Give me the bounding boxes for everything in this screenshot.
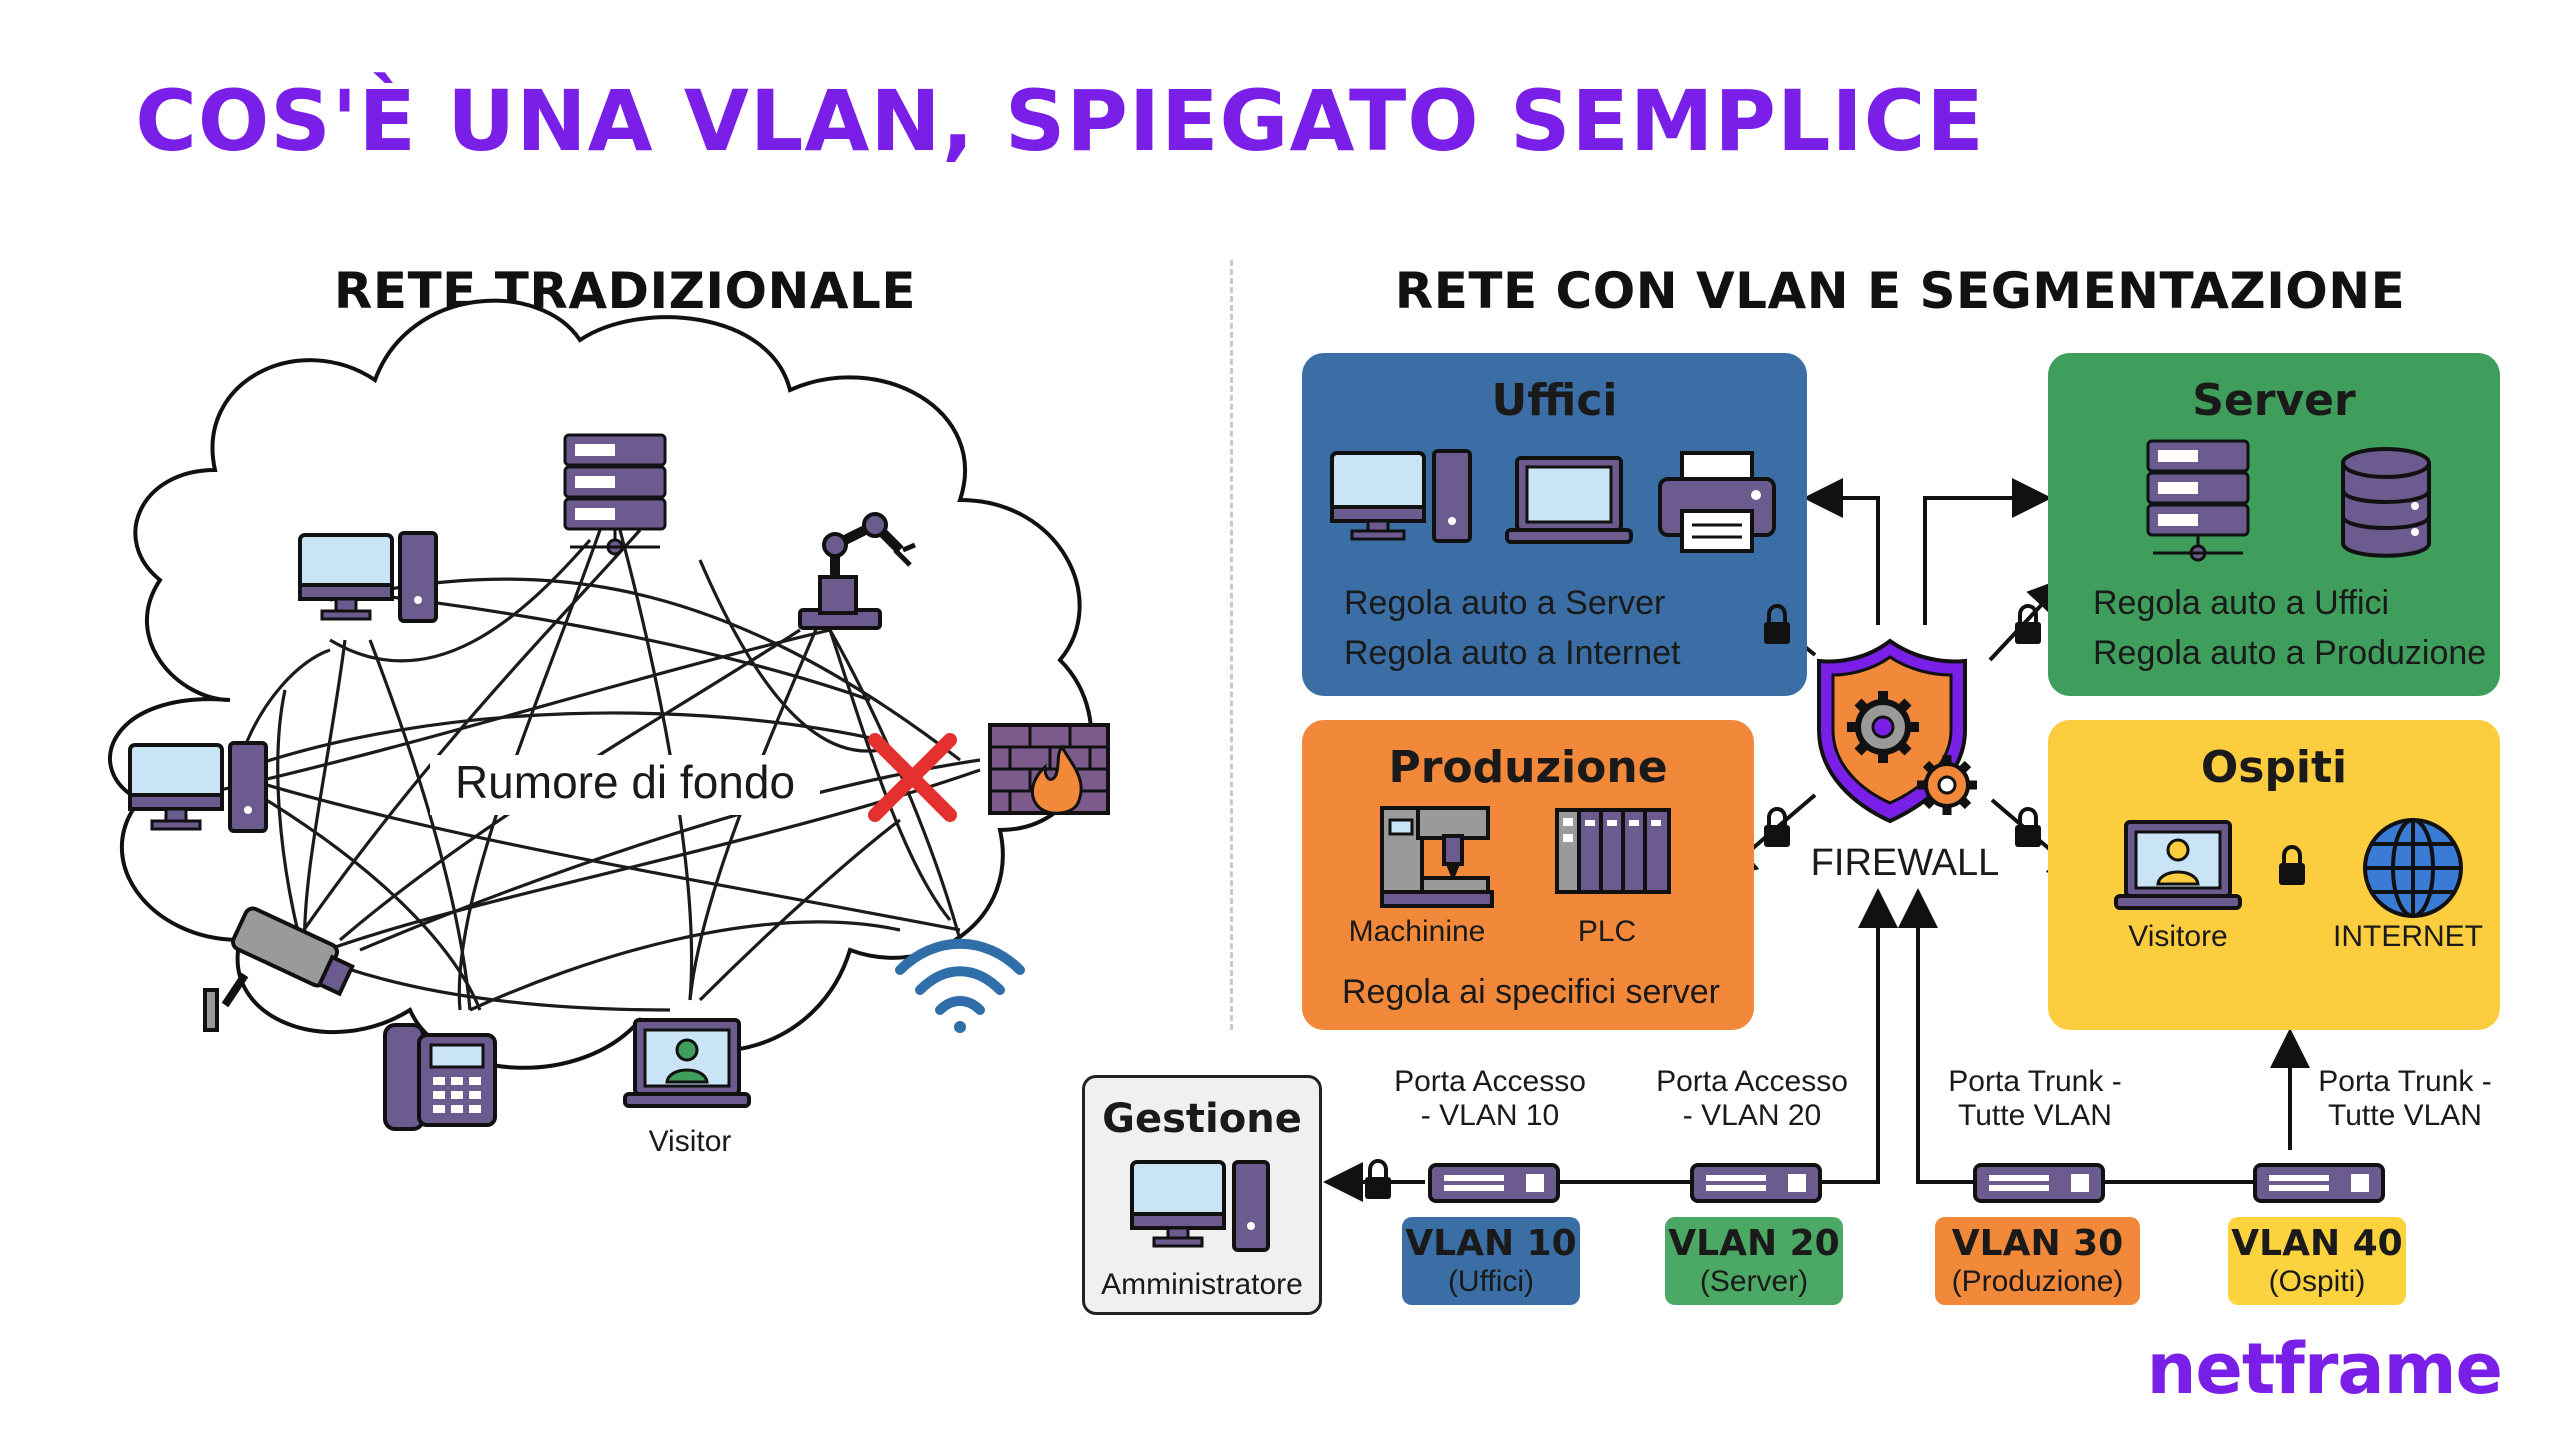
firewall-brick-icon — [988, 723, 1110, 815]
brand-logo: netframe — [2146, 1328, 2503, 1410]
panel-uffici-title: Uffici — [1491, 375, 1618, 426]
admin-computer-icon — [1130, 1160, 1270, 1252]
desktop-computer-icon — [298, 531, 438, 623]
desktop-computer-icon — [1330, 449, 1472, 543]
cloud-label: Rumore di fondo — [454, 756, 796, 808]
panel-uffici: Uffici Regola auto a Server Regola auto … — [1302, 353, 1807, 696]
globe-icon — [2363, 818, 2463, 918]
left-heading: RETE TRADIZIONALE — [333, 262, 917, 320]
lock-icon — [1764, 807, 1790, 847]
vlan-badge-10: VLAN 10(Uffici) — [1402, 1217, 1580, 1305]
fire-icon — [1030, 744, 1083, 815]
panel-ospiti: Ospiti Visitore INTERNET — [2048, 720, 2500, 1030]
panel-ospiti-title: Ospiti — [2200, 742, 2348, 793]
security-camera-icon — [203, 906, 355, 1032]
firewall-shield-icon — [1817, 638, 1977, 824]
vlan-badge-30: VLAN 30(Produzione) — [1935, 1217, 2140, 1305]
server-rack-icon — [2146, 439, 2250, 562]
ospiti-devices — [2114, 818, 2463, 918]
uffici-rule-1: Regola auto a Server — [1344, 584, 1666, 622]
server-devices — [2146, 439, 2431, 562]
main-title: COS'È UNA VLAN, SPIEGATO SEMPLICE — [135, 72, 1985, 170]
firewall-label: FIREWALL — [1810, 842, 2000, 884]
gear-icon — [1847, 691, 1919, 763]
panel-gestione: Gestione Amministratore — [1082, 1075, 1322, 1315]
machine-label: Machinine — [1348, 915, 1486, 948]
port-label-1: Porta Accesso- VLAN 10 — [1394, 1065, 1586, 1132]
visitor-laptop-icon — [623, 1018, 751, 1108]
desktop-computer-icon — [128, 741, 268, 833]
server-rule-1: Regola auto a Uffici — [2093, 584, 2390, 622]
cnc-machine-icon — [1380, 806, 1494, 908]
admin-label: Amministratore — [1101, 1268, 1303, 1301]
panel-gestione-title: Gestione — [1102, 1096, 1302, 1142]
database-icon — [2341, 447, 2431, 558]
printer-icon — [1658, 451, 1776, 553]
section-divider — [1230, 260, 1233, 1030]
lock-icon — [2015, 604, 2041, 644]
link-firewall-uffici — [1803, 478, 1880, 625]
produzione-rule: Regola ai specifici server — [1342, 973, 1720, 1011]
visitor-label: Visitor — [648, 1125, 732, 1158]
produzione-devices — [1380, 806, 1671, 908]
blocked-x-icon — [868, 733, 957, 822]
robot-arm-icon — [798, 512, 916, 630]
panel-produzione: Produzione Machinine PLC Regola ai speci… — [1302, 720, 1754, 1030]
port-label-2: Porta Accesso- VLAN 20 — [1656, 1065, 1848, 1132]
uffici-devices — [1330, 449, 1776, 553]
switch-icon — [1690, 1163, 1822, 1203]
uffici-rule-2: Regola auto a Internet — [1344, 634, 1681, 672]
laptop-icon — [1505, 456, 1633, 544]
internet-label: INTERNET — [2333, 920, 2483, 953]
link-firewall-server — [1923, 478, 2052, 625]
wifi-icon — [895, 938, 1025, 1033]
switch-icon — [1428, 1163, 1560, 1203]
cloud-label-bg — [430, 755, 820, 815]
panel-server: Server Regola auto a Uffici Regola auto … — [2048, 353, 2500, 696]
visitor-laptop-icon — [2114, 820, 2242, 910]
lock-icon — [2015, 807, 2041, 847]
server-rule-2: Regola auto a Produzione — [2093, 634, 2487, 672]
right-heading: RETE CON VLAN E SEGMENTAZIONE — [1394, 262, 2406, 320]
lock-icon — [1365, 1159, 1391, 1199]
panel-produzione-title: Produzione — [1388, 742, 1668, 793]
vlan-badge-40: VLAN 40(Ospiti) — [2228, 1217, 2406, 1305]
traditional-network-diagram — [108, 298, 1110, 1131]
vlan-badge-20: VLAN 20(Server) — [1665, 1217, 1843, 1305]
server-rack-icon — [563, 433, 667, 556]
lock-icon — [2279, 845, 2305, 885]
plc-label: PLC — [1577, 915, 1637, 948]
visitore-label: Visitore — [2128, 920, 2228, 953]
network-cloud — [108, 298, 1094, 1070]
lock-icon — [1764, 604, 1790, 644]
desk-phone-icon — [383, 1023, 497, 1131]
switch-icon — [2253, 1163, 2385, 1203]
plc-icon — [1555, 808, 1671, 894]
switch-icon — [1973, 1163, 2105, 1203]
port-label-3: Porta Trunk -Tutte VLAN — [1948, 1065, 2122, 1132]
gear-icon — [1917, 755, 1977, 815]
port-label-4: Porta Trunk -Tutte VLAN — [2318, 1065, 2492, 1132]
panel-server-title: Server — [2192, 375, 2356, 426]
